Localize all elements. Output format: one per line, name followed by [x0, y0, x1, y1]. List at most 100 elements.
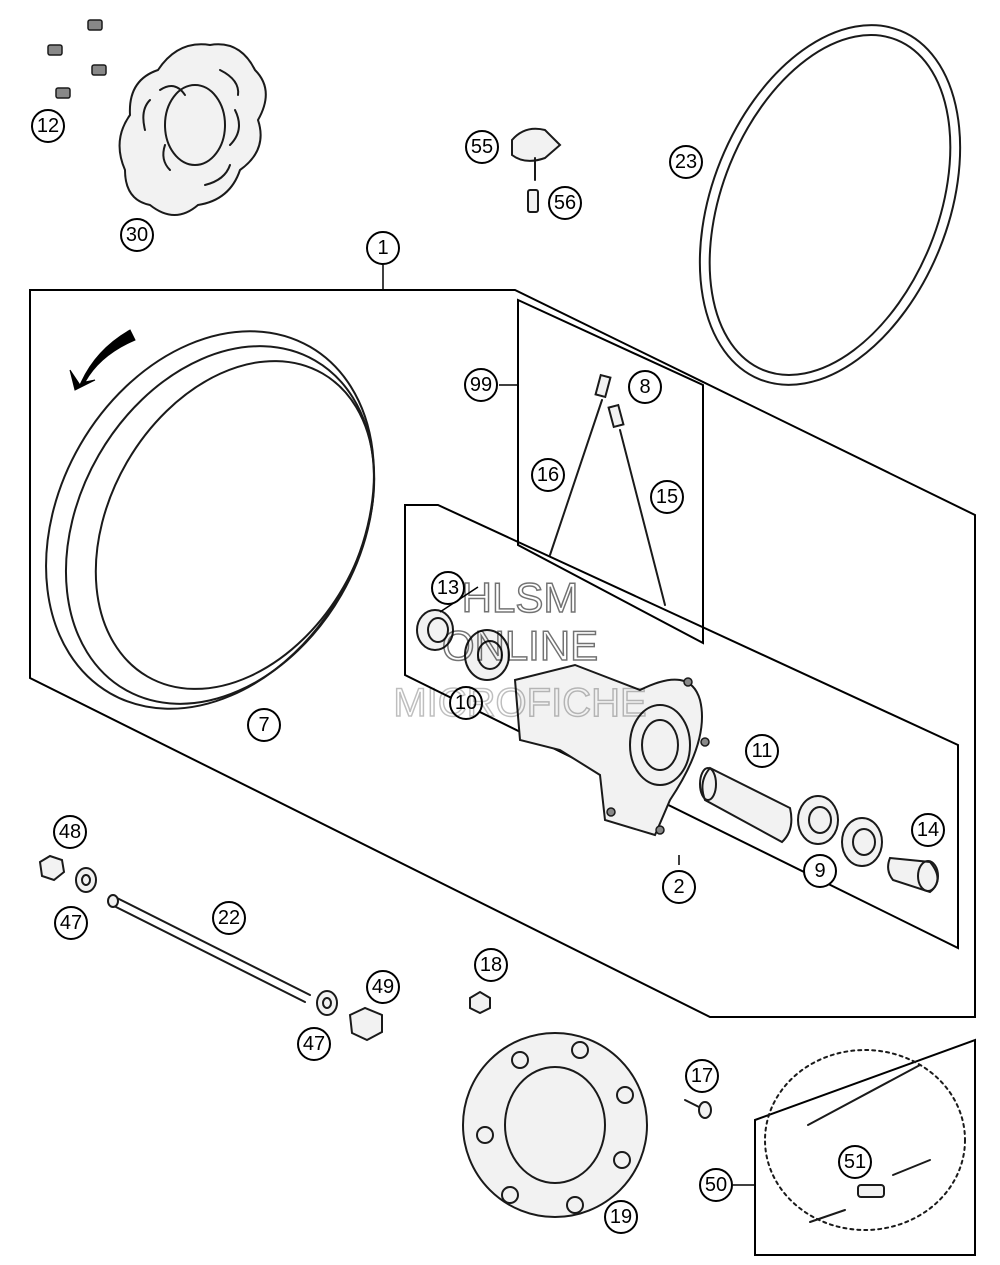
- callout-circle: [745, 734, 779, 768]
- callout-c1: 1: [366, 231, 400, 265]
- callout-c13: 13: [431, 571, 465, 605]
- callout-circle: [366, 970, 400, 1004]
- callout-c7: 7: [247, 708, 281, 742]
- callout-c22: 22: [212, 901, 246, 935]
- callout-number: 15: [656, 486, 678, 508]
- callout-c17: 17: [685, 1059, 719, 1093]
- rim: [45, 330, 376, 710]
- callout-c15: 15: [650, 480, 684, 514]
- callout-circle: [212, 901, 246, 935]
- callout-c19: 19: [604, 1200, 638, 1234]
- callout-c2: 2: [662, 870, 696, 904]
- callout-c47a: 47: [54, 906, 88, 940]
- callout-circle: [628, 370, 662, 404]
- callout-c48: 48: [53, 815, 87, 849]
- callout-c10: 10: [449, 686, 483, 720]
- callout-circle: [247, 708, 281, 742]
- callout-number: 19: [610, 1206, 632, 1228]
- sprocket-bolt-17: [684, 1099, 712, 1119]
- callout-number: 47: [303, 1033, 325, 1055]
- hub-seal-13: [416, 609, 454, 651]
- callout-number: 8: [639, 376, 650, 398]
- nut-49: [348, 1006, 383, 1042]
- callout-number: 9: [814, 860, 825, 882]
- wheel-assembly-frame: [29, 289, 976, 1018]
- callout-number: 99: [470, 374, 492, 396]
- callout-number: 22: [218, 907, 240, 929]
- spoke-kit-frame: [517, 298, 704, 645]
- chain-kit-frame: [754, 1038, 976, 1256]
- callout-c12: 12: [31, 109, 65, 143]
- watermark-line-1: HLSM: [462, 574, 579, 621]
- callout-c99: 99: [464, 368, 498, 402]
- callout-number: 47: [60, 912, 82, 934]
- callout-number: 16: [537, 464, 559, 486]
- spokes: [549, 373, 666, 606]
- callout-circle: [911, 813, 945, 847]
- callout-number: 49: [372, 976, 394, 998]
- callout-circle: [366, 231, 400, 265]
- nut-48: [38, 854, 66, 882]
- hub-bearing-9: [797, 795, 883, 867]
- callout-c56: 56: [548, 186, 582, 220]
- callout-circle: [531, 458, 565, 492]
- callout-circle: [685, 1059, 719, 1093]
- callout-c50: 50: [699, 1168, 733, 1202]
- callout-circle: [31, 109, 65, 143]
- callout-c18: 18: [474, 948, 508, 982]
- callout-circle: [474, 948, 508, 982]
- callout-circle: [604, 1200, 638, 1234]
- callout-circle: [465, 130, 499, 164]
- callout-c11: 11: [745, 734, 779, 768]
- callout-number: 7: [258, 714, 269, 736]
- chain-master-link: [857, 1184, 885, 1198]
- callout-c47b: 47: [297, 1027, 331, 1061]
- callout-number: 18: [480, 954, 502, 976]
- callout-number: 30: [126, 224, 148, 246]
- washer-47-left: [75, 867, 97, 893]
- callout-circle: [431, 571, 465, 605]
- callout-circle: [449, 686, 483, 720]
- washer-47-right: [316, 990, 338, 1016]
- watermark-line-2: ONLINE: [442, 622, 598, 669]
- callout-c55: 55: [465, 130, 499, 164]
- callout-circle: [650, 480, 684, 514]
- axle: [107, 894, 311, 1003]
- callout-number: 56: [554, 192, 576, 214]
- callout-c8: 8: [628, 370, 662, 404]
- tire: [698, 24, 962, 386]
- callout-number: 50: [705, 1174, 727, 1196]
- sprocket-nut-18: [469, 990, 491, 1015]
- callout-circle: [803, 854, 837, 888]
- callout-number: 1: [377, 237, 388, 259]
- callout-number: 13: [437, 577, 459, 599]
- callout-number: 48: [59, 821, 81, 843]
- callout-c49: 49: [366, 970, 400, 1004]
- callout-circle: [669, 145, 703, 179]
- callout-number: 51: [844, 1151, 866, 1173]
- hub: [513, 663, 710, 837]
- hub-assembly-frame: [404, 504, 959, 950]
- callout-number: 23: [675, 151, 697, 173]
- callout-circle: [53, 815, 87, 849]
- callout-c51: 51: [838, 1145, 872, 1179]
- watermark-line-3: MICROFICHE: [393, 681, 646, 725]
- callout-number: 10: [455, 692, 477, 714]
- callout-number: 12: [37, 115, 59, 137]
- callout-c23: 23: [669, 145, 703, 179]
- hub-spacer-14: [887, 856, 939, 894]
- callout-circle: [838, 1145, 872, 1179]
- callout-c16: 16: [531, 458, 565, 492]
- callout-number: 17: [691, 1065, 713, 1087]
- valve-cap: [511, 127, 562, 181]
- callout-c30: 30: [120, 218, 154, 252]
- callout-circle: [120, 218, 154, 252]
- callout-circle: [699, 1168, 733, 1202]
- callout-number: 11: [752, 740, 773, 762]
- valve-stem: [527, 189, 539, 213]
- hub-bearing-10: [464, 629, 510, 681]
- chain: [764, 1049, 966, 1231]
- callout-c14: 14: [911, 813, 945, 847]
- callout-circle: [548, 186, 582, 220]
